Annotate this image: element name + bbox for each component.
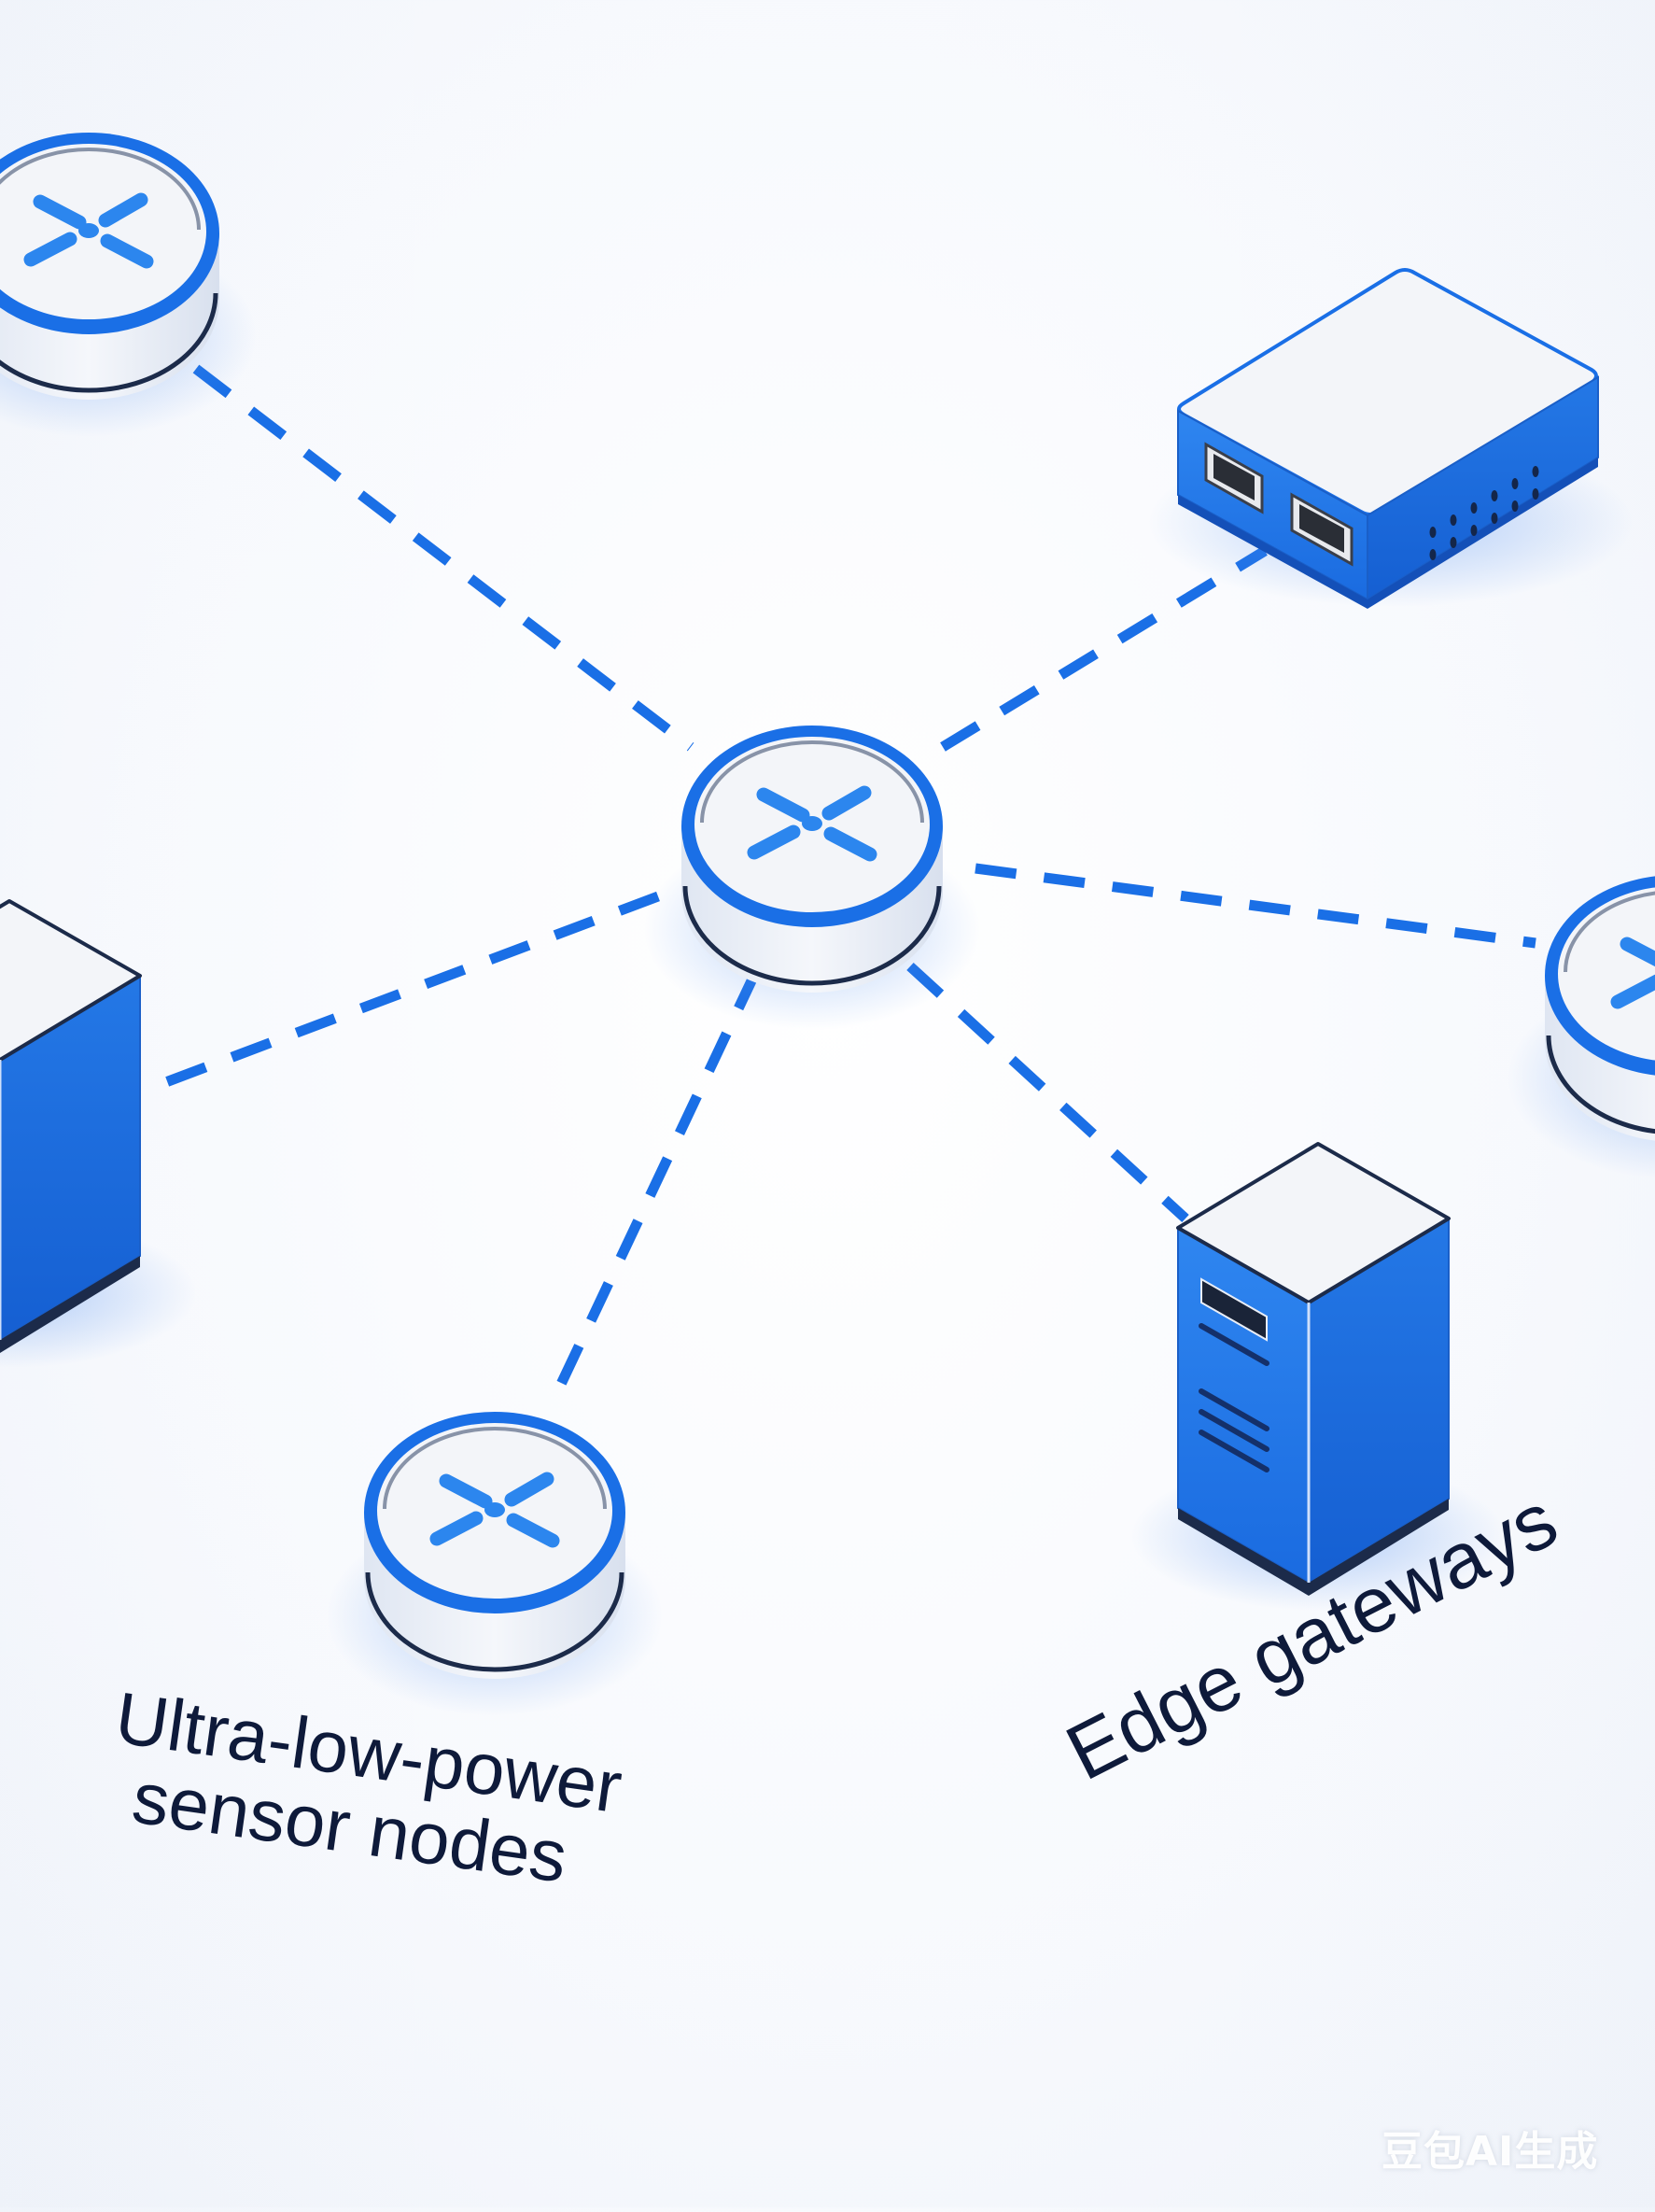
vent-slot: [1199, 1409, 1269, 1452]
vent-hole: [1491, 513, 1498, 524]
sensor-x-icon: [747, 785, 877, 862]
vent-hole: [1450, 537, 1457, 548]
link-hub-to-gateway-box: [940, 546, 1268, 752]
vent-hole: [1429, 549, 1437, 560]
node-inner-groove: [383, 1427, 607, 1510]
drive-bay-slot: [1200, 1277, 1268, 1342]
tower-top: [0, 899, 142, 1062]
vent-hole: [1532, 466, 1539, 477]
tower-base: [0, 1256, 140, 1353]
vent-hole: [1470, 525, 1478, 536]
vent-slot: [1199, 1323, 1269, 1366]
vent-holes: [1429, 466, 1539, 560]
tower-base: [1178, 1499, 1449, 1596]
links-layer: [161, 364, 1536, 1399]
vent-hole: [1511, 478, 1519, 489]
vent-hole: [1491, 490, 1498, 501]
vent-hole: [1511, 500, 1519, 512]
sensor-x-icon: [429, 1472, 560, 1548]
vent-slot: [1199, 1388, 1269, 1431]
node-inner-groove: [0, 148, 201, 231]
link-hub-to-sensor-top-left: [192, 364, 694, 752]
usb-port-icon: [1290, 492, 1353, 567]
sensor-x-icon: [1610, 937, 1655, 1009]
vent-hole: [1450, 514, 1457, 526]
sensor-node-hub[interactable]: [644, 726, 980, 1030]
edge-gateway-tower-bottom-right[interactable]: [1131, 1142, 1505, 1611]
usb-port-icon: [1204, 442, 1264, 514]
node-base-ring: [0, 292, 218, 393]
sensor-node-bottom[interactable]: [327, 1412, 663, 1716]
vent-hole: [1470, 502, 1478, 514]
link-hub-to-sensor-bottom: [551, 968, 761, 1399]
node-inner-groove: [700, 740, 924, 824]
vent-hole: [1532, 488, 1539, 500]
edge-gateway-box[interactable]: [1148, 268, 1634, 609]
node-inner-groove: [1564, 891, 1655, 973]
edge-gateway-tower-left[interactable]: [0, 899, 196, 1368]
vent-hole: [1429, 527, 1437, 538]
sensor-node-right[interactable]: [1508, 875, 1655, 1179]
link-hub-to-tower-left: [161, 891, 660, 1089]
link-hub-to-tower-bottom-right: [906, 962, 1189, 1223]
tower-top: [1176, 1142, 1451, 1304]
ai-generated-watermark: 豆包AI生成: [1382, 2128, 1599, 2176]
node-base-ring: [365, 1571, 624, 1672]
sensor-x-icon: [23, 192, 154, 269]
node-base-ring: [1546, 1035, 1655, 1134]
vent-slot: [1199, 1430, 1269, 1472]
node-top: [0, 144, 206, 319]
sensor-node-top-left[interactable]: [0, 133, 257, 437]
link-hub-to-sensor-right: [975, 863, 1536, 949]
node-base-ring: [682, 885, 942, 986]
